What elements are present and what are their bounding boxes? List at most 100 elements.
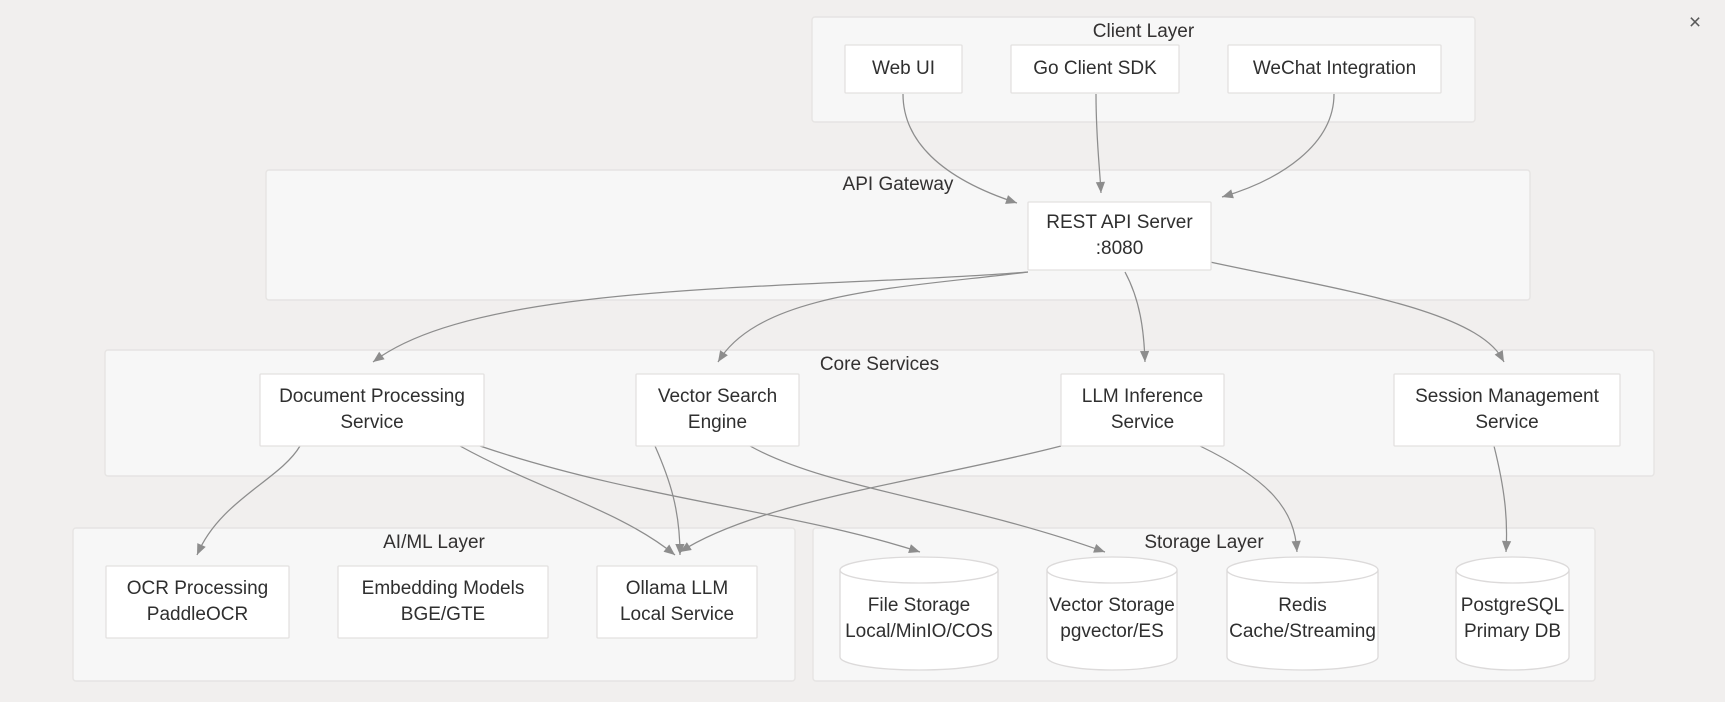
node-box [1027, 201, 1212, 271]
arrowhead-docproc-to-embed [663, 544, 675, 555]
node-label-redis-line-1: Cache/Streaming [1229, 621, 1376, 642]
arrowhead-vecsearch-to-embed [675, 543, 685, 555]
cluster-label-client: Client Layer [1093, 21, 1195, 42]
node-box [844, 44, 963, 94]
edge-docproc-to-ocr [196, 445, 301, 556]
cylinder-top [1226, 556, 1379, 584]
node-label-embed-line-1: BGE/GTE [401, 604, 485, 625]
node-box [259, 373, 485, 447]
cluster-label-core: Core Services [820, 354, 939, 375]
edge-vecsearch-to-vecstore [749, 445, 1106, 553]
node-label-session-line-1: Service [1475, 412, 1538, 433]
edge-restapi-to-docproc [372, 271, 1029, 363]
node-label-webui-line-0: Web UI [872, 58, 935, 79]
cylinder-body [1046, 569, 1178, 671]
edge-webui-to-restapi [902, 93, 1018, 204]
arrowhead-restapi-to-vecsearch [718, 350, 728, 362]
edge-restapi-to-session [1209, 261, 1505, 363]
node-box [1227, 44, 1442, 94]
node-label-ocr-line-1: PaddleOCR [147, 604, 248, 625]
edge-llminf-to-redis [1199, 445, 1298, 553]
node-box [1060, 373, 1225, 447]
node-label-filestore-line-1: Local/MinIO/COS [845, 621, 993, 642]
cluster-core [104, 349, 1655, 477]
cluster-label-gateway: API Gateway [843, 174, 954, 195]
edge-wechat-to-restapi [1221, 93, 1335, 198]
node-label-gosdk-line-0: Go Client SDK [1033, 58, 1157, 79]
edge-restapi-to-vecsearch [717, 271, 1029, 363]
cluster-label-aiml: AI/ML Layer [383, 532, 485, 553]
edge-layer [196, 93, 1512, 556]
node-label-postgres-line-0: PostgreSQL [1461, 595, 1565, 616]
node-postgres[interactable]: PostgreSQL Primary DB [1455, 556, 1570, 671]
node-box [337, 565, 549, 639]
node-label-vecstore-line-1: pgvector/ES [1060, 621, 1164, 642]
arrowhead-llminf-to-ollama [680, 542, 692, 552]
node-box [1010, 44, 1180, 94]
arrowhead-restapi-to-session [1494, 350, 1504, 362]
node-label-ollama-line-0: Ollama LLM [626, 578, 728, 599]
cluster-storage [812, 527, 1596, 682]
node-label-restapi-line-1: :8080 [1096, 238, 1144, 259]
node-label-postgres-line-1: Primary DB [1464, 621, 1561, 642]
arrowhead-restapi-to-docproc [373, 351, 385, 362]
node-label-filestore-line-0: File Storage [868, 595, 970, 616]
cluster-gateway [265, 169, 1531, 301]
cylinder-top [1046, 556, 1178, 584]
node-label-ollama-line-1: Local Service [620, 604, 734, 625]
arrowhead-webui-to-restapi [1005, 195, 1017, 204]
node-label-redis-line-0: Redis [1278, 595, 1327, 616]
close-icon[interactable]: × [1688, 10, 1702, 34]
cylinder-body [1226, 569, 1379, 671]
arrowhead-wechat-to-restapi [1222, 189, 1234, 199]
node-label-vecsearch-line-1: Engine [688, 412, 747, 433]
node-label-docproc-line-1: Service [340, 412, 403, 433]
node-layer: Web UI Go Client SDK WeChat IntegrationRES… [105, 44, 1621, 671]
edge-llminf-to-ollama [679, 445, 1062, 553]
node-ollama[interactable]: Ollama LLM Local Service [596, 565, 758, 639]
node-box [596, 565, 758, 639]
cluster-label-storage: Storage Layer [1144, 532, 1264, 553]
node-box [105, 565, 290, 639]
node-label-session-line-0: Session Management [1415, 386, 1599, 407]
arrowhead-vecsearch-to-vecstore [1093, 543, 1105, 553]
arrowhead-llminf-to-redis [1291, 540, 1301, 552]
cylinder-body [839, 569, 999, 671]
edge-docproc-to-filestore [479, 445, 921, 553]
arrowhead-gosdk-to-restapi [1095, 181, 1106, 193]
node-label-llminf-line-0: LLM Inference [1082, 386, 1203, 407]
cylinder-top [839, 556, 999, 584]
cylinder-body [1455, 569, 1570, 671]
node-label-restapi-line-0: REST API Server [1046, 212, 1193, 233]
node-label-docproc-line-0: Document Processing [279, 386, 465, 407]
node-label-wechat-line-0: WeChat Integration [1253, 58, 1416, 79]
edge-docproc-to-embed [459, 445, 676, 556]
node-label-embed-line-0: Embedding Models [362, 578, 525, 599]
node-gosdk[interactable]: Go Client SDK [1010, 44, 1180, 94]
arrowhead-session-to-postgres [1501, 540, 1512, 552]
arrowhead-docproc-to-ocr [197, 543, 206, 555]
arrowhead-restapi-to-llminf [1139, 350, 1150, 362]
node-vecstore[interactable]: Vector Storage pgvector/ES [1046, 556, 1178, 671]
cylinder-top [1455, 556, 1570, 584]
node-label-vecstore-line-0: Vector Storage [1049, 595, 1175, 616]
arrowhead-docproc-to-filestore [908, 544, 920, 554]
node-label-vecsearch-line-0: Vector Search [658, 386, 777, 407]
node-webui[interactable]: Web UI [844, 44, 963, 94]
node-wechat[interactable]: WeChat Integration [1227, 44, 1442, 94]
node-box [635, 373, 800, 447]
node-label-ocr-line-0: OCR Processing [127, 578, 269, 599]
node-restapi[interactable]: REST API Server :8080 [1027, 201, 1212, 271]
node-box [1393, 373, 1621, 447]
